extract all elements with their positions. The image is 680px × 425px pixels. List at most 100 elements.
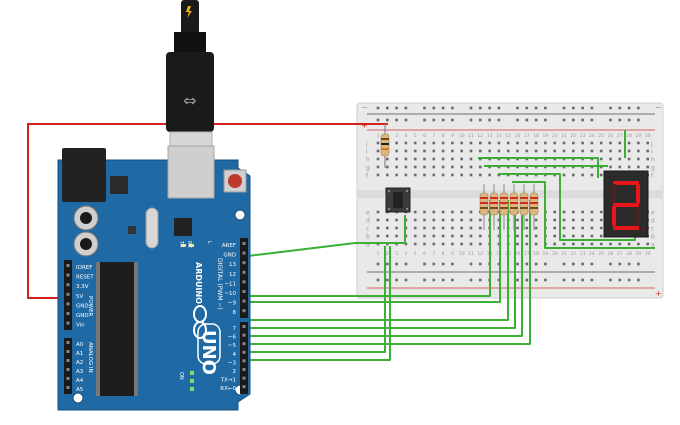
header-pin-label: 12 xyxy=(229,272,236,278)
column-number: 10 xyxy=(459,251,465,257)
row-letter: d xyxy=(366,218,370,225)
segment-resistor xyxy=(519,184,529,230)
header-pin-label: Vin xyxy=(76,323,85,329)
header-pin-label: A0 xyxy=(76,342,84,348)
header-pin-label: ~9 xyxy=(228,301,237,307)
segment-g xyxy=(613,203,639,207)
arduino-uno-board: ARDUINO UNO DIGITAL (PWM ~) ANALOG IN PO… xyxy=(57,145,251,411)
wire-pin8 xyxy=(240,200,501,303)
wire-pin9 xyxy=(240,200,491,297)
rail-plus-label: + xyxy=(361,121,368,130)
segment-e xyxy=(612,206,616,226)
uno-label: UNO xyxy=(198,330,219,375)
column-number: 4 xyxy=(404,251,407,257)
row-letter: i xyxy=(651,149,653,156)
row-letter: j xyxy=(650,141,653,148)
column-number: 9 xyxy=(451,251,454,257)
row-letter: c xyxy=(366,226,369,233)
wire-pin2-to-button xyxy=(240,246,386,353)
power-section-label: POWER xyxy=(87,296,93,317)
row-letter: d xyxy=(651,218,655,225)
row-letter: b xyxy=(651,234,655,241)
column-number: 17 xyxy=(524,133,530,139)
header-pin-label: AREF xyxy=(222,243,236,249)
column-number: 24 xyxy=(589,133,595,139)
column-number: 5 xyxy=(414,133,417,139)
row-letter: c xyxy=(651,226,654,233)
power-flash-icon xyxy=(186,6,192,18)
row-letter: a xyxy=(366,242,370,249)
column-number: 20 xyxy=(552,133,558,139)
column-number: 22 xyxy=(570,133,576,139)
segment-resistor xyxy=(499,184,509,230)
column-number: 12 xyxy=(477,251,483,257)
push-button[interactable] xyxy=(385,187,411,213)
l-led-label: L xyxy=(206,241,212,244)
segment-b xyxy=(636,184,640,204)
row-letter: g xyxy=(651,165,655,172)
breadboard-column-numbers: 1122334455667788991010111112121313141415… xyxy=(377,133,651,257)
column-number: 30 xyxy=(645,251,651,257)
column-number: 8 xyxy=(442,133,445,139)
rail-minus-label: − xyxy=(361,103,368,112)
row-letter: j xyxy=(365,141,368,148)
wire-pin-extra xyxy=(240,246,391,361)
column-number: 3 xyxy=(395,133,398,139)
header-pin-label: ~6 xyxy=(228,335,237,341)
wire-pin5 xyxy=(240,200,523,337)
header-pin-label: A1 xyxy=(76,351,83,357)
header-pin-label: GND xyxy=(76,313,89,319)
header-pin-label: TX→1 xyxy=(220,378,236,384)
row-letter: a xyxy=(651,242,655,249)
header-pin-label: A5 xyxy=(76,387,84,393)
header-pin-label: ~3 xyxy=(228,360,237,366)
header-pin-label: 5V xyxy=(76,294,83,300)
column-number: 9 xyxy=(451,133,454,139)
header-pin-label: 4 xyxy=(233,352,237,358)
column-number: 28 xyxy=(626,133,632,139)
reset-button[interactable] xyxy=(228,174,242,188)
digit-segments xyxy=(612,181,640,230)
column-number: 8 xyxy=(442,251,445,257)
column-number: 26 xyxy=(608,133,614,139)
column-number: 26 xyxy=(608,251,614,257)
tx-led-label: TX xyxy=(178,240,184,248)
column-number: 4 xyxy=(404,133,407,139)
row-letter: f xyxy=(651,173,654,180)
row-letter: h xyxy=(651,157,655,164)
segment-f xyxy=(612,184,616,204)
column-number: 27 xyxy=(617,251,623,257)
resistor-pullup xyxy=(380,124,390,168)
header-pin-label: 2 xyxy=(233,369,237,375)
header-pin-label: ~5 xyxy=(228,343,237,349)
arduino-infinity-logo xyxy=(193,305,207,339)
column-number: 11 xyxy=(468,251,474,257)
wire-seg-d xyxy=(512,181,655,249)
header-pin-label: RESET xyxy=(76,275,94,281)
segment-d xyxy=(613,226,639,230)
wire-pin7 xyxy=(240,200,509,321)
column-number: 6 xyxy=(423,251,426,257)
header-pin-label: ~10 xyxy=(224,291,236,297)
column-number: 19 xyxy=(543,133,549,139)
wire-gnd-to-button xyxy=(239,215,406,258)
header-pin-label: GND xyxy=(223,253,236,259)
column-number: 12 xyxy=(477,133,483,139)
signal-wires xyxy=(239,130,655,361)
header-pin-label: A3 xyxy=(76,369,84,375)
atmega-chip xyxy=(100,262,134,396)
header-pin-label: 7 xyxy=(233,326,237,332)
rx-led-label: RX xyxy=(186,241,192,248)
row-letter: b xyxy=(366,234,370,241)
column-number: 24 xyxy=(589,251,595,257)
column-number: 18 xyxy=(533,251,539,257)
column-number: 20 xyxy=(552,251,558,257)
wire-pin6 xyxy=(240,200,516,329)
column-number: 7 xyxy=(432,251,435,257)
column-number: 23 xyxy=(580,133,586,139)
column-number: 16 xyxy=(515,133,521,139)
header-pin-label: 8 xyxy=(233,310,237,316)
column-number: 6 xyxy=(423,133,426,139)
column-number: 23 xyxy=(580,251,586,257)
